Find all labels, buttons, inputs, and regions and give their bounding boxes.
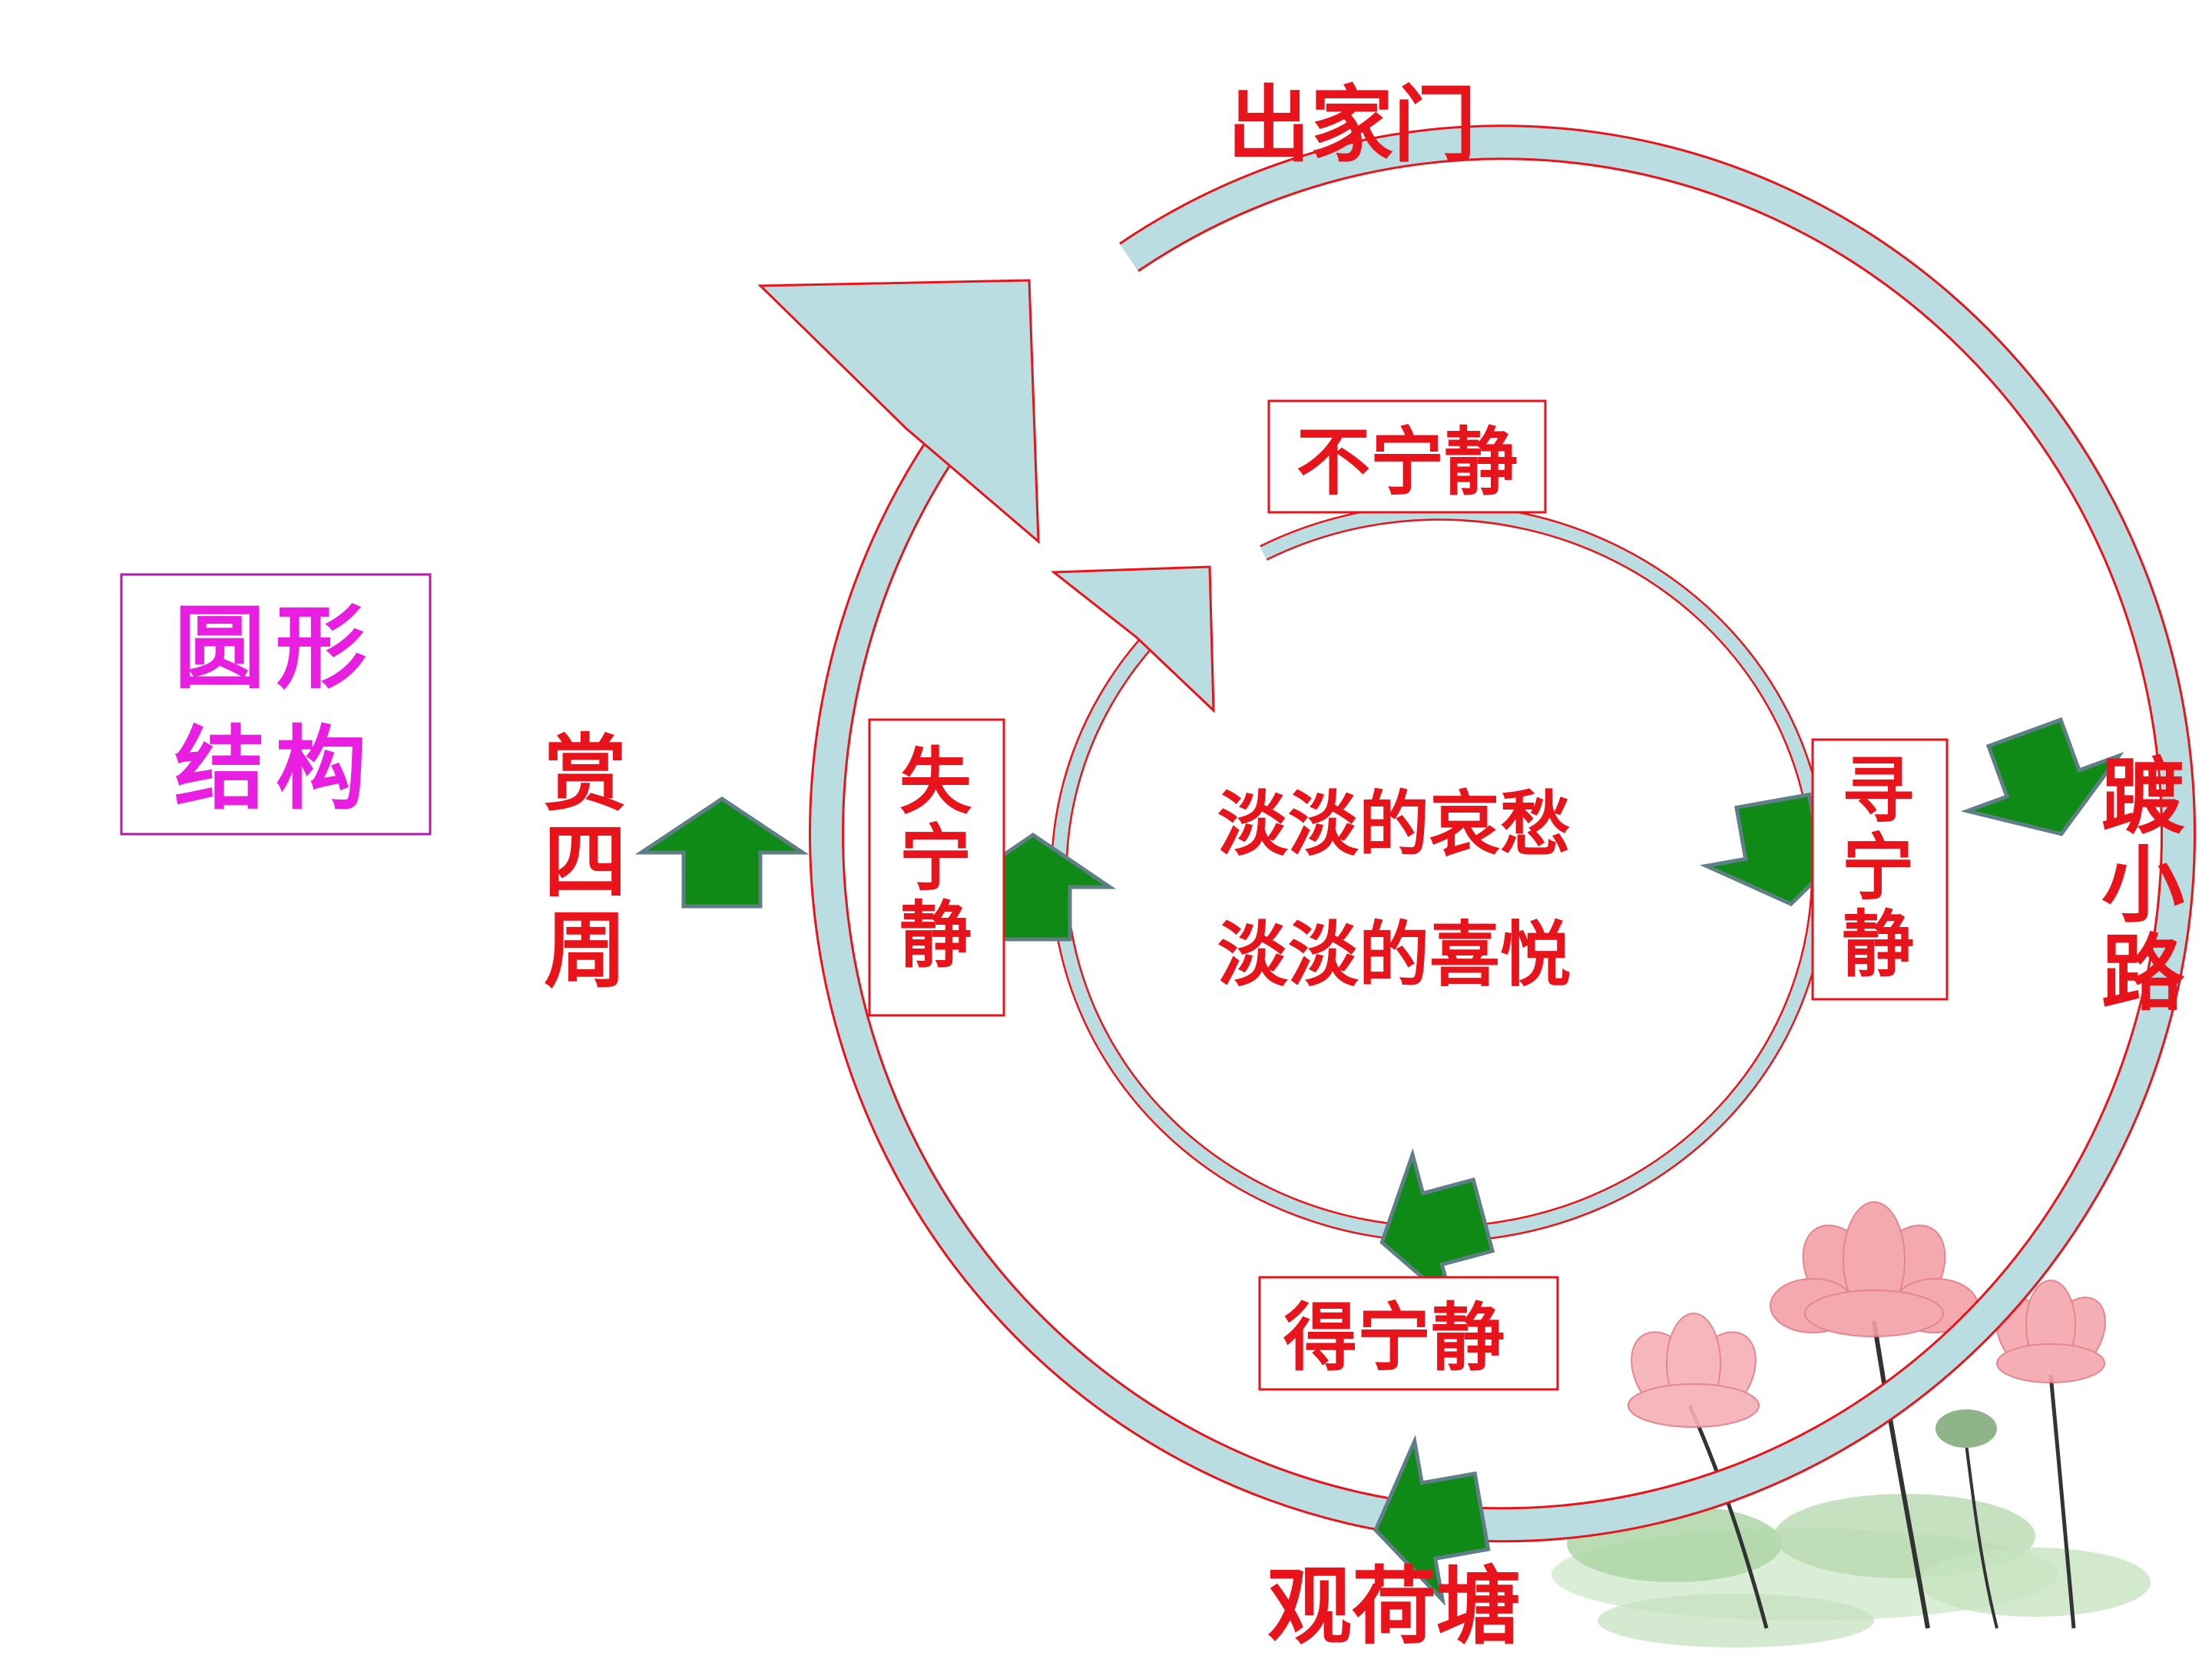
center-line-2: 淡淡的喜悦 (1217, 913, 1571, 996)
label-right-outer-2: 小 (2101, 837, 2184, 934)
label-right-outer-1: 踱 (2101, 749, 2185, 846)
inner-box-left-char-1: 失 (899, 740, 972, 824)
title-line-2: 结构 (174, 715, 377, 822)
green-arrow-bottom-outer (1373, 1435, 1491, 1607)
inner-box-left-char-2: 宁 (899, 816, 972, 901)
label-left-outer-3: 周 (544, 902, 627, 999)
inner-box-right-char-3: 静 (1842, 902, 1914, 987)
label-right-outer-3: 路 (2101, 926, 2185, 1022)
label-left-outer-2: 四 (544, 814, 627, 911)
green-arrow-bottom-inner (1379, 1147, 1495, 1309)
label-left-outer-1: 赏 (544, 726, 627, 823)
inner-box-top-label: 不宁静 (1296, 419, 1518, 505)
title-box (120, 573, 432, 836)
title-line-1: 圆形 (174, 594, 377, 701)
green-arrow-left-outer (634, 796, 810, 909)
label-top-outer: 出家门 (1227, 77, 1476, 174)
label-bottom-outer: 观荷塘 (1267, 1557, 1521, 1656)
inner-box-right-char-2: 宁 (1842, 826, 1914, 910)
inner-box-left-char-3: 静 (899, 893, 972, 978)
inner-box-top (1267, 399, 1547, 514)
inner-box-bottom (1258, 1276, 1559, 1391)
inner-box-bottom-label: 得宁静 (1283, 1294, 1505, 1381)
inner-box-right (1811, 738, 1949, 1001)
inner-box-right-char-1: 寻 (1842, 749, 1914, 833)
inner-ring-arrowhead (1050, 565, 1215, 714)
green-arrow-right-outer (1960, 717, 2124, 836)
center-line-1: 淡淡的哀愁 (1217, 783, 1571, 866)
lotus-illustration (1551, 1201, 2151, 1647)
outer-ring-arrowhead (757, 279, 1040, 545)
inner-box-left (868, 718, 1005, 1017)
